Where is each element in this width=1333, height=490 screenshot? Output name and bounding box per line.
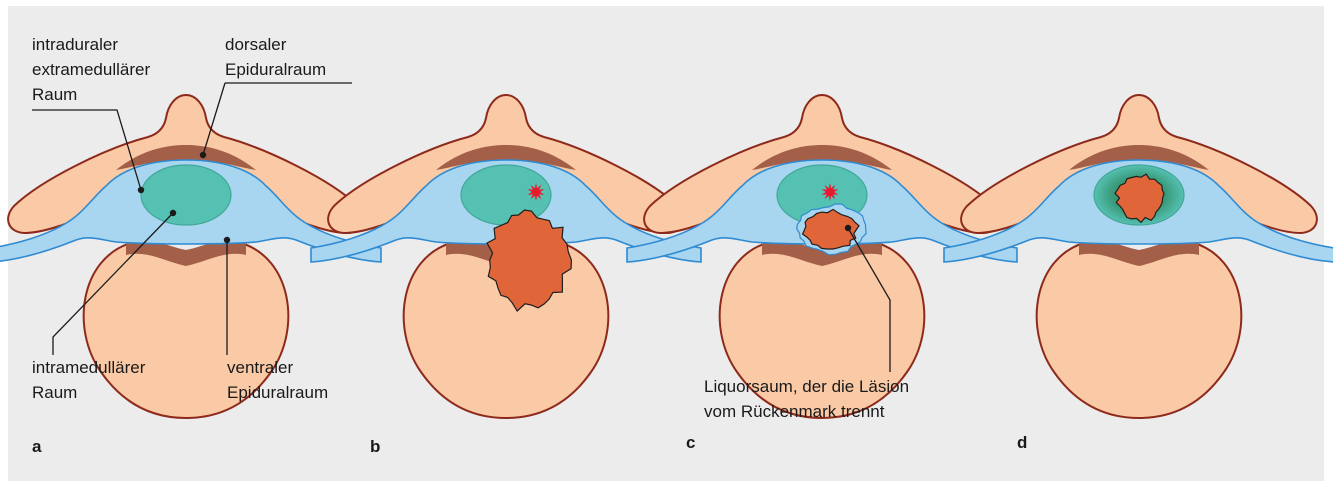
label-intramedullary-line-2: Raum bbox=[32, 383, 77, 402]
panel-letter-a: a bbox=[32, 437, 42, 456]
label-dorsal-line-1: dorsaler bbox=[225, 35, 287, 54]
label-dorsal-line-2: Epiduralraum bbox=[225, 60, 326, 79]
label-ventral-line-1: ventraler bbox=[227, 358, 293, 377]
panel-letter-b: b bbox=[370, 437, 380, 456]
label-intradural-line-2: extramedullärer bbox=[32, 60, 150, 79]
spinal-cord bbox=[141, 165, 231, 225]
label-intramedullary-line-1: intramedullärer bbox=[32, 358, 146, 377]
panel-letter-d: d bbox=[1017, 433, 1027, 452]
marker-intradural bbox=[138, 187, 144, 193]
label-csf-rim-line-1: Liquorsaum, der die Läsion bbox=[704, 377, 909, 396]
label-intradural-line-1: intraduraler bbox=[32, 35, 118, 54]
marker-intramedullary bbox=[170, 210, 176, 216]
label-intradural-line-3: Raum bbox=[32, 85, 77, 104]
marker-dorsal bbox=[200, 152, 206, 158]
label-ventral-line-2: Epiduralraum bbox=[227, 383, 328, 402]
marker-csf-rim bbox=[845, 225, 851, 231]
label-csf-rim-line-2: vom Rückenmark trennt bbox=[704, 402, 885, 421]
marker-ventral bbox=[224, 237, 230, 243]
panel-letter-c: c bbox=[686, 433, 695, 452]
